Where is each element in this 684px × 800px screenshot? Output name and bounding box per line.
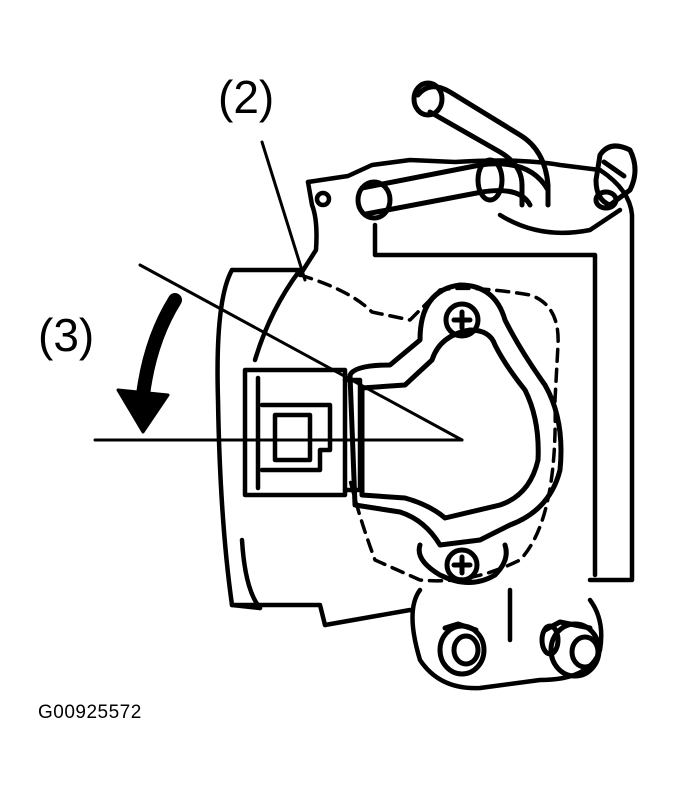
intake-bore <box>215 267 413 628</box>
figure-id: G00925572 <box>38 702 142 723</box>
throttle-position-sensor <box>347 282 564 585</box>
bottom-flange <box>410 587 604 691</box>
rotation-arrow-icon <box>116 293 182 434</box>
callout-label-2: (2) <box>218 71 275 123</box>
leader-line-2 <box>260 140 307 282</box>
throttle-body-housing <box>297 157 635 583</box>
top-right-bolt <box>593 143 638 211</box>
bottom-bolt-left <box>437 621 487 677</box>
sensor-connector <box>242 367 363 498</box>
callout-label-3: (3) <box>38 309 95 361</box>
hose-tube <box>355 80 551 221</box>
dashed-outline <box>298 273 560 583</box>
bottom-bolt-right <box>539 619 602 679</box>
reference-line-angled <box>138 263 464 442</box>
